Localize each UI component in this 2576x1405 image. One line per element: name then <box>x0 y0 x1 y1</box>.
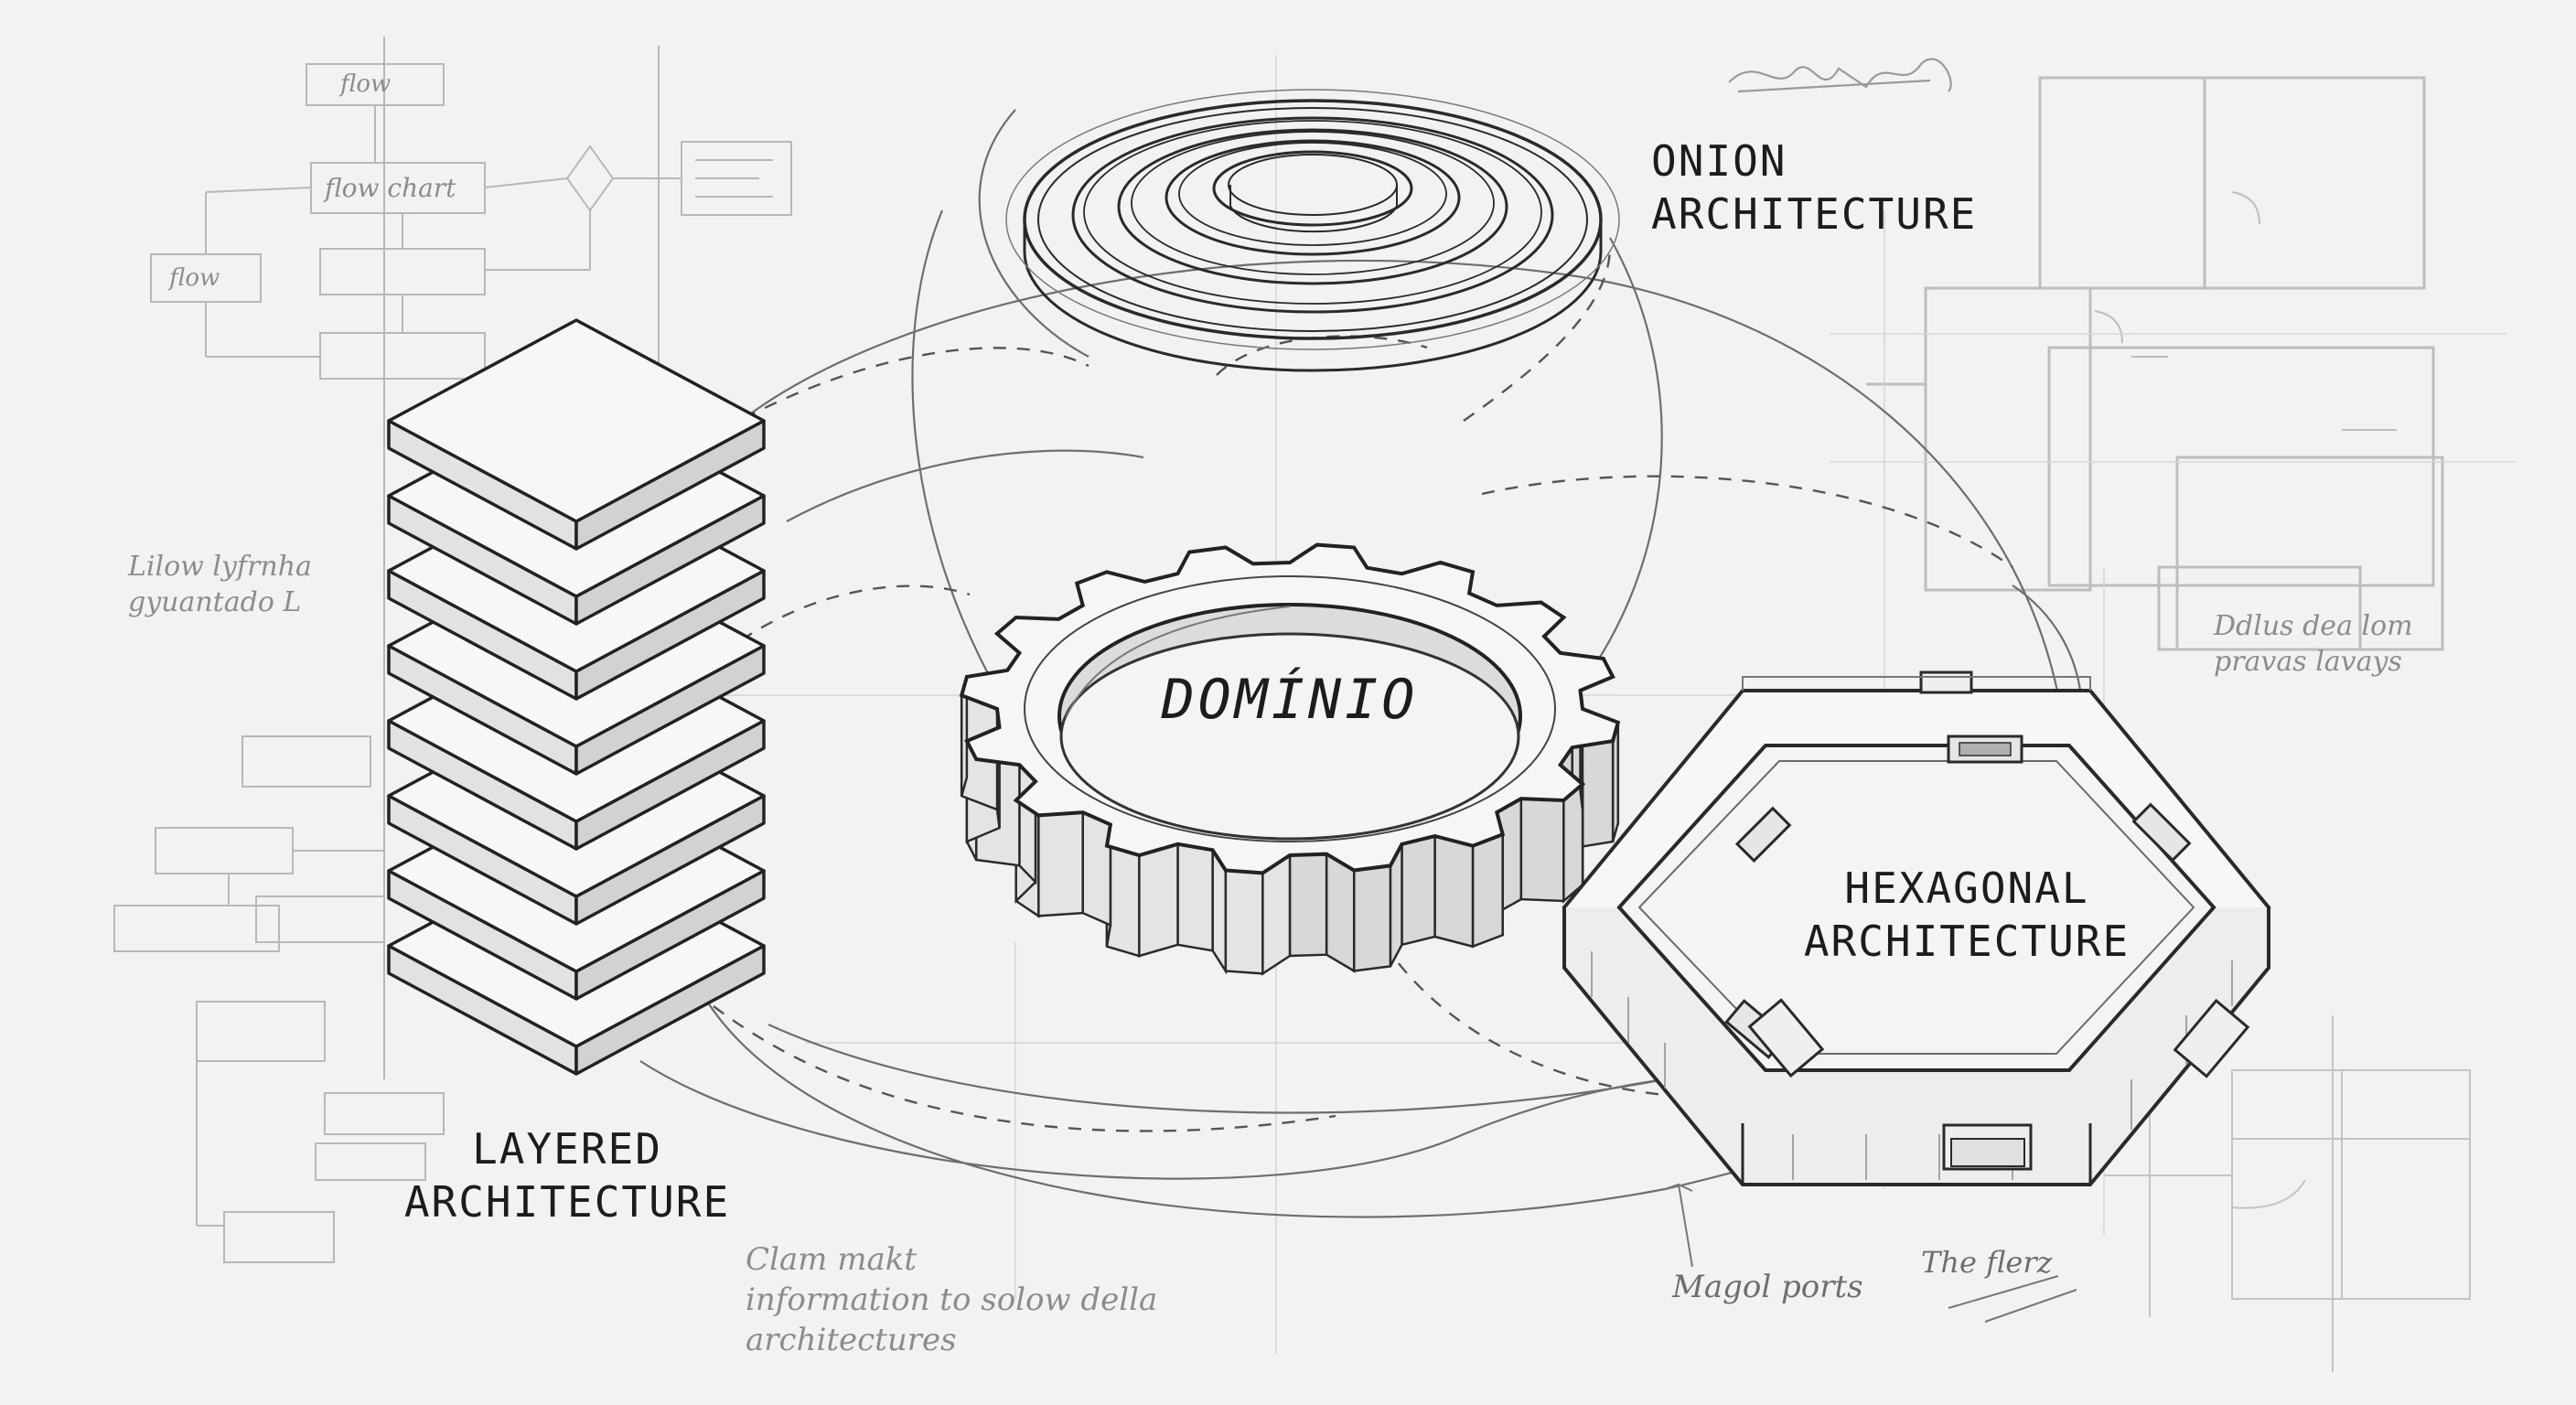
layered-architecture-label: LAYERED ARCHITECTURE <box>393 1123 741 1228</box>
gear-hole-floor <box>1059 632 1520 841</box>
gear-hole-shading <box>1065 606 1291 719</box>
gear-ring-groove <box>1024 575 1556 842</box>
left-note-line1: Lilow lyfrnha <box>128 551 312 583</box>
left-margin-note: Lilow lyfrnha gyuantado L <box>128 549 312 620</box>
right-note-line2: pravas lavays <box>2214 646 2402 678</box>
gear-wall-face <box>1224 869 1264 975</box>
gear-wall-face <box>1105 844 1141 958</box>
gear-wall-face <box>1288 853 1328 958</box>
ports-note: Magol ports <box>1672 1269 1863 1305</box>
right-margin-note: Ddlus dea lom pravas lavays <box>2214 608 2413 680</box>
gear-wall-face <box>1138 842 1179 958</box>
gear-wall-face <box>1037 810 1084 917</box>
flow-box-text-3: flow <box>169 264 220 292</box>
hexagonal-architecture-label: HEXAGONAL ARCHITECTURE <box>1793 863 2141 968</box>
dominio-label: DOMÍNIO <box>1161 668 1419 732</box>
flow-box-text-1: flow <box>340 70 392 98</box>
layered-architecture-stack <box>387 318 766 1076</box>
dashed-arcs <box>713 246 2013 1172</box>
hexagonal-architecture-frame <box>1562 670 2271 1186</box>
gear-wall-face <box>1562 781 1584 904</box>
gear-wall-face <box>1081 810 1112 928</box>
gear-wall-face <box>1261 853 1292 976</box>
gear-wall-face <box>1471 832 1504 949</box>
gear-wall-face <box>1176 842 1214 952</box>
right-note-line1: Ddlus dea lom <box>2214 610 2413 642</box>
arrow-to-ports <box>1664 1183 2077 1323</box>
flow-box-text-2: flow chart <box>325 173 456 203</box>
bottom-note-line1: Clam makt <box>746 1241 917 1278</box>
gear-wall-face <box>1519 797 1565 903</box>
signature-scribble <box>1728 58 1952 93</box>
bottom-note-line2: information to solow della <box>746 1282 1158 1319</box>
dominio-gear <box>959 542 1621 976</box>
bottom-right-note: The flerz <box>1921 1245 2053 1280</box>
onion-label-line2: ARCHITECTURE <box>1651 188 1978 239</box>
layered-label-line2: ARCHITECTURE <box>403 1176 731 1227</box>
onion-architecture-rings <box>1005 89 1620 372</box>
layered-label-line1: LAYERED <box>472 1124 662 1174</box>
hexagonal-label-line1: HEXAGONAL <box>1844 863 2089 913</box>
background-flowchart <box>113 37 792 1263</box>
bottom-note: Clam makt information to solow della arc… <box>746 1239 1157 1361</box>
gear-wall-face <box>1352 863 1392 972</box>
background-floorplan <box>1830 76 2516 651</box>
onion-architecture-label: ONION ARCHITECTURE <box>1651 135 1977 241</box>
gear-wall-face <box>1401 834 1436 947</box>
bottom-note-line3: architectures <box>746 1322 957 1359</box>
background-bottom-right-plan <box>2104 1015 2471 1372</box>
hexagonal-label-line2: ARCHITECTURE <box>1803 916 2131 966</box>
onion-label-line1: ONION <box>1651 136 1787 186</box>
gear-wall-face <box>1325 852 1356 973</box>
left-note-line2: gyuantado L <box>128 586 302 618</box>
gear-wall-face <box>1433 834 1475 949</box>
